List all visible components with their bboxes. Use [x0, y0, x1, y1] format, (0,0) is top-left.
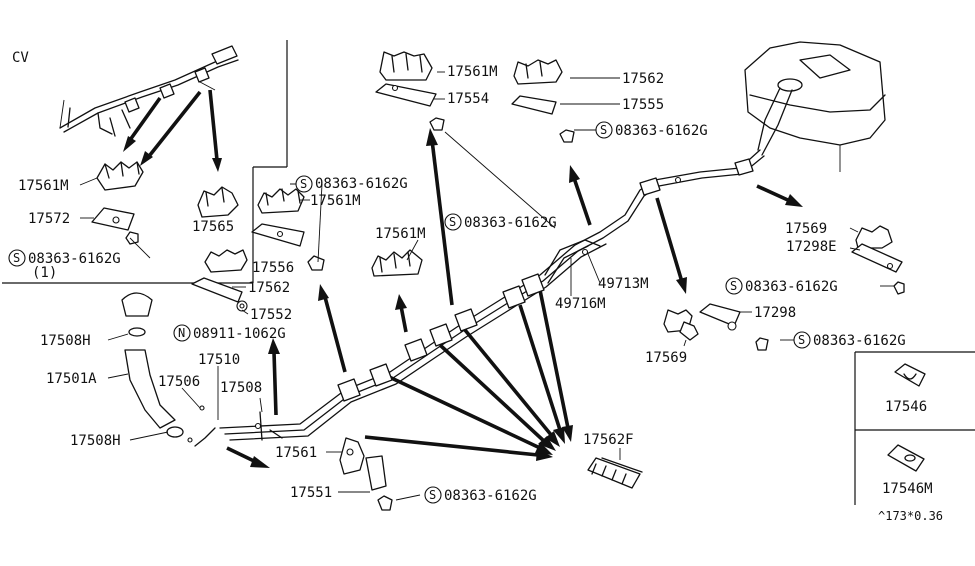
label-08363-a-qty: (1) [32, 265, 57, 281]
label-17508H-a: 17508H [40, 333, 91, 349]
label-17562-b: 17562 [622, 71, 664, 87]
label-17569-a: 17569 [785, 221, 827, 237]
clip-17562-b [513, 59, 563, 85]
label-17551: 17551 [290, 485, 332, 501]
label-08363-e: 08363-6162G [615, 123, 708, 139]
label-17562F: 17562F [583, 432, 634, 448]
s-prefix-3: S [429, 488, 436, 502]
label-17569-b: 17569 [645, 350, 687, 366]
drawing-code: ^173*0.36 [878, 509, 943, 523]
label-17298E: 17298E [786, 239, 837, 255]
detail-17546M [887, 444, 925, 472]
label-17556: 17556 [252, 260, 294, 276]
s-markers: S S S S S S S [8, 121, 811, 504]
label-08911: 08911-1062G [193, 326, 286, 342]
s-prefix-7: S [798, 333, 805, 347]
n-prefix-1: N [178, 326, 185, 340]
label-08363-d: 08363-6162G [464, 215, 557, 231]
n-markers: N [173, 324, 191, 342]
detail-17546 [894, 363, 926, 387]
label-17562-a: 17562 [248, 280, 290, 296]
cv-inset-frame [2, 40, 288, 284]
label-17565: 17565 [192, 219, 234, 235]
s-prefix-2: S [300, 177, 307, 191]
s-prefix-4: S [449, 215, 456, 229]
label-17561M-b: 17561M [310, 193, 361, 209]
bracket-17298E [851, 243, 905, 295]
label-17561M-d: 17561M [375, 226, 426, 242]
label-08363-c: 08363-6162G [444, 488, 537, 504]
clip-17561M-a [96, 161, 144, 191]
label-17561: 17561 [275, 445, 317, 461]
label-17506: 17506 [158, 374, 200, 390]
cv-harness-drawing [59, 45, 239, 137]
bracket-17551 [365, 455, 393, 511]
clip-17561M-c [379, 51, 433, 81]
part-labels: 17561M 17572 08363-6162G (1) 17565 08363… [18, 64, 943, 523]
filter-17508H-assembly [121, 292, 205, 443]
label-17546: 17546 [885, 399, 927, 415]
label-17561M-c: 17561M [447, 64, 498, 80]
label-17561M-a: 17561M [18, 178, 69, 194]
label-17501A: 17501A [46, 371, 97, 387]
label-08363-a: 08363-6162G [28, 251, 121, 267]
label-17552: 17552 [250, 307, 292, 323]
label-17554: 17554 [447, 91, 489, 107]
right-detail-frame [854, 351, 975, 505]
clip-17569-b [663, 309, 699, 341]
bracket-17555 [511, 95, 575, 143]
label-49716M: 49716M [555, 296, 606, 312]
s-prefix-1: S [13, 251, 20, 265]
label-17508H-b: 17508H [70, 433, 121, 449]
s-prefix-5: S [600, 123, 607, 137]
clip-17561M-d [371, 249, 423, 277]
label-17508: 17508 [220, 380, 262, 396]
clip-17562-a [204, 249, 248, 273]
label-17510: 17510 [198, 352, 240, 368]
clip-17562F [587, 457, 643, 489]
leader-lines [79, 71, 894, 501]
bracket-17552 [191, 277, 248, 312]
label-08363-b: 08363-6162G [315, 176, 408, 192]
label-49713M: 49713M [598, 276, 649, 292]
s-prefix-6: S [730, 279, 737, 293]
label-08363-g: 08363-6162G [813, 333, 906, 349]
bracket-17556 [251, 223, 325, 271]
clip-17561M-b [257, 188, 305, 214]
bracket-17554 [375, 83, 445, 131]
main-fuel-line-drawing [194, 149, 765, 447]
label-17546M: 17546M [882, 481, 933, 497]
fuel-tank-drawing [744, 41, 886, 172]
clip-17565 [197, 186, 239, 218]
section-label-cv: CV [12, 50, 29, 66]
label-17298: 17298 [754, 305, 796, 321]
clip-17561 [339, 437, 365, 475]
arrows [123, 89, 803, 468]
bracket-17572 [91, 207, 139, 245]
label-08363-f: 08363-6162G [745, 279, 838, 295]
label-17572: 17572 [28, 211, 70, 227]
label-17555: 17555 [622, 97, 664, 113]
